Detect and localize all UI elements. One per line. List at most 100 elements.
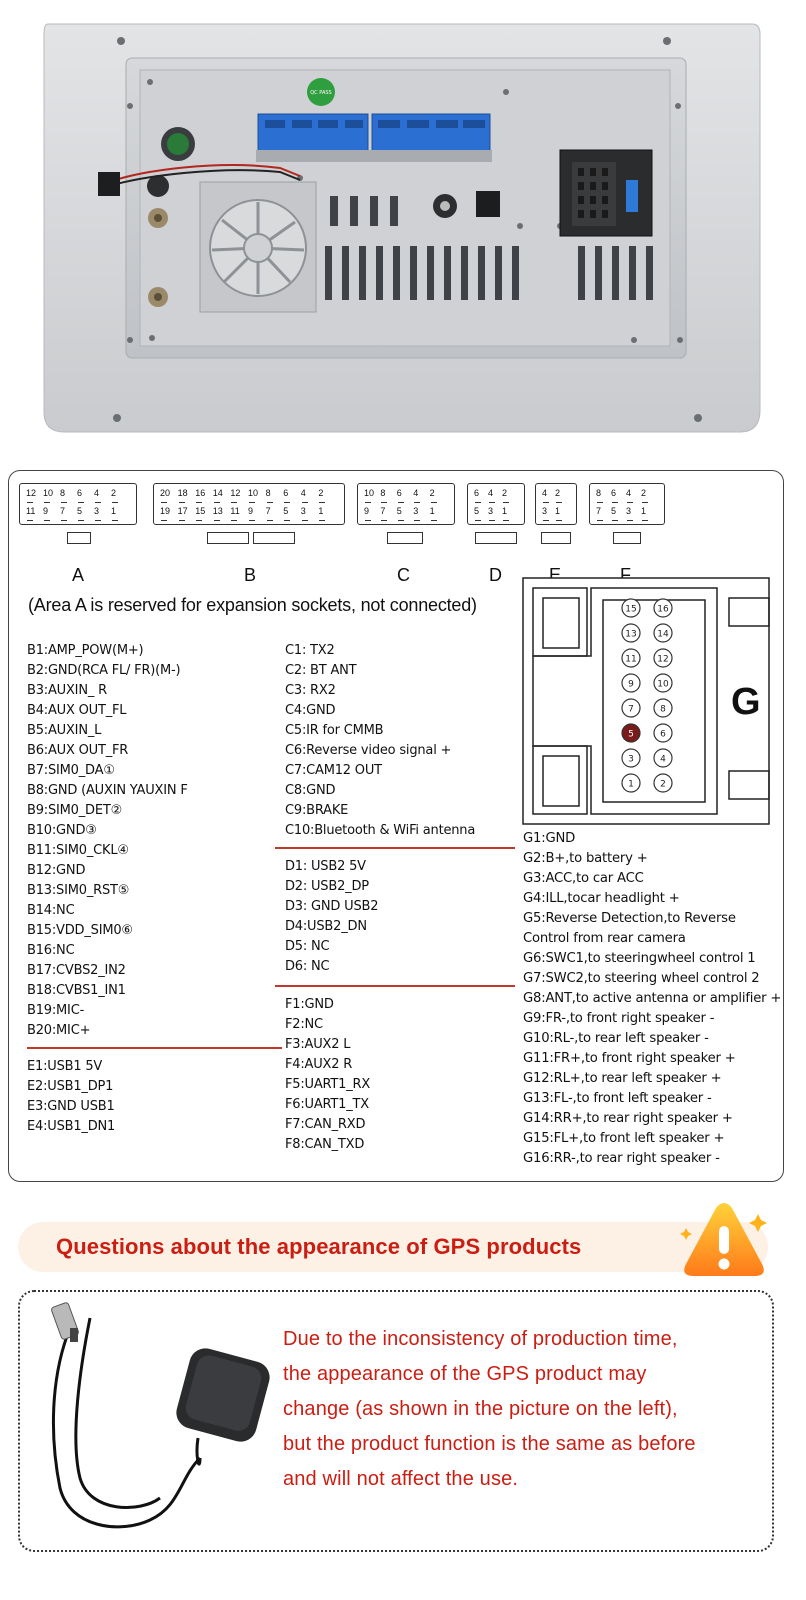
pin-entry: G6:SWC1,to steeringwheel control 1 (523, 951, 756, 966)
pin-entry: B13:SIM0_RST⑤ (27, 883, 130, 898)
pin-mark (213, 498, 220, 503)
pin-entry: D2: USB2_DP (285, 879, 369, 894)
g-pin-number: 4 (660, 755, 666, 765)
pin-number: 8 (380, 488, 386, 498)
pin-mark (597, 498, 603, 503)
pin-mark (414, 516, 421, 521)
pin-entry: E1:USB1 5V (27, 1059, 103, 1074)
g-pin-circle (653, 598, 673, 618)
pin-mark (543, 498, 549, 503)
pin-mark (503, 498, 509, 503)
g-pin-number: 1 (628, 780, 634, 790)
b-pin-list: B1:AMP_POW(M+)B2:GND(RCA FL/ FR)(M-)B3:A… (27, 641, 188, 1041)
pin-mark (642, 498, 648, 503)
gps-description-line: Due to the inconsistency of production t… (283, 1328, 678, 1350)
pin-mark (612, 516, 618, 521)
pin-mark (414, 498, 421, 503)
pin-entry: C2: BT ANT (285, 663, 357, 678)
pin-mark (249, 498, 255, 503)
pin-number: 17 (177, 506, 188, 516)
pin-number: 14 (212, 488, 223, 498)
pin-number: 4 (300, 488, 306, 498)
pin-entry: G3:ACC,to car ACC (523, 871, 644, 886)
pin-mark (95, 516, 101, 521)
pin-number: 3 (488, 506, 494, 516)
pin-number: 3 (626, 506, 632, 516)
g-pin-circle (621, 598, 641, 618)
pin-entry: C4:GND (285, 703, 336, 718)
pin-entry: F5:UART1_RX (285, 1077, 371, 1092)
pin-entry: E2:USB1_DP1 (27, 1079, 114, 1094)
pin-entry: G15:FL+,to front left speaker + (523, 1131, 725, 1146)
pin-number: 1 (111, 506, 117, 516)
pin-number: 19 (160, 506, 171, 516)
pin-number: 3 (94, 506, 100, 516)
pin-entry: B14:NC (27, 903, 75, 918)
pin-entry: B2:GND(RCA FL/ FR)(M-) (27, 663, 181, 678)
connector-b-label: B (244, 565, 257, 585)
g-pin-number: 7 (628, 705, 634, 715)
pin-number: 2 (429, 488, 435, 498)
pin-entry: C5:IR for CMMB (285, 723, 384, 738)
pin-mark (27, 498, 33, 503)
pin-entry: G8:ANT,to active antenna or amplifier + (523, 991, 782, 1006)
pin-entry: C8:GND (285, 783, 336, 798)
pin-entry: B7:SIM0_DA① (27, 763, 115, 778)
g-pin-circle (653, 723, 673, 743)
pin-entry: B17:CVBS2_IN2 (27, 963, 126, 978)
pin-mark (284, 516, 291, 521)
pin-number: 20 (160, 488, 171, 498)
pin-number: 5 (77, 506, 83, 516)
pin-mark (365, 498, 371, 503)
g-pin-circle (621, 648, 641, 668)
pin-entry: F3:AUX2 L (285, 1037, 351, 1052)
pin-mark (319, 516, 326, 521)
pin-entry: G4:ILL,tocar headlight + (523, 891, 680, 906)
pin-entry: B1:AMP_POW(M+) (27, 643, 144, 658)
g-pin-circle (653, 698, 673, 718)
pin-mark (397, 516, 404, 521)
pin-mark (642, 516, 648, 521)
pin-number: 9 (43, 506, 49, 516)
pin-entry: F1:GND (285, 997, 334, 1012)
g-pin-number: 5 (628, 730, 634, 740)
gps-info-box (18, 1290, 774, 1552)
pin-number: 9 (248, 506, 254, 516)
pin-entry: G13:FL-,to front left speaker - (523, 1091, 712, 1106)
pin-mark (231, 516, 238, 521)
pin-entry: C10:Bluetooth & WiFi antenna (285, 823, 476, 838)
pin-number: 6 (474, 488, 480, 498)
pin-entry: G2:B+,to battery + (523, 851, 648, 866)
pin-entry: E4:USB1_DN1 (27, 1119, 116, 1134)
pin-number: 4 (626, 488, 632, 498)
pin-number: 18 (177, 488, 188, 498)
connector-d-label: D (489, 565, 502, 585)
pin-mark (61, 498, 67, 503)
pin-number: 7 (596, 506, 602, 516)
pin-entry: C3: RX2 (285, 683, 336, 698)
pin-number: 4 (94, 488, 100, 498)
g-pin-number: 14 (657, 630, 669, 640)
pin-mark (612, 498, 618, 503)
g-pin-number: 10 (657, 680, 669, 690)
pin-mark (489, 516, 495, 521)
gps-description-line: and will not affect the use. (283, 1468, 519, 1490)
area-a-note: (Area A is reserved for expansion socket… (28, 595, 477, 615)
pin-entry: D6: NC (285, 959, 330, 974)
pin-number: 10 (364, 488, 375, 498)
gps-description-line: the appearance of the GPS product may (283, 1363, 647, 1385)
g-pin-circle (653, 623, 673, 643)
pin-entry: B15:VDD_SIM0⑥ (27, 923, 133, 938)
pin-mark (627, 498, 633, 503)
g-pin-number: 2 (660, 780, 666, 790)
pin-entry: D4:USB2_DN (285, 919, 367, 934)
pin-mark (301, 516, 308, 521)
pin-number: 4 (488, 488, 494, 498)
pin-mark (78, 498, 84, 503)
gps-heading: Questions about the appearance of GPS pr… (56, 1234, 582, 1259)
pin-number: 10 (43, 488, 54, 498)
